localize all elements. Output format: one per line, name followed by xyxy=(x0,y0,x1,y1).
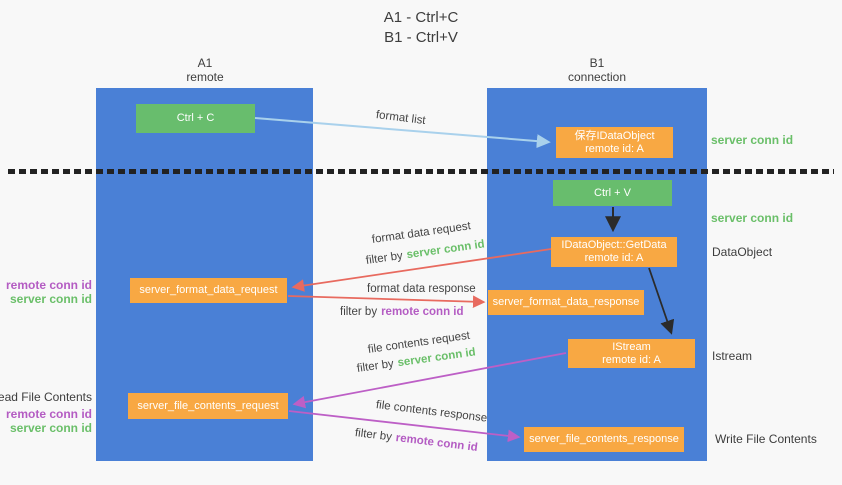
format-data-response-label: format data response xyxy=(367,283,476,295)
lane-b1-role: connection xyxy=(567,70,627,84)
save-dataobject-line1: 保存IDataObject xyxy=(574,129,655,142)
save-dataobject-line2: remote id: A xyxy=(585,142,644,155)
read-file-contents-label: Read File Contents xyxy=(0,390,92,404)
remote-conn-id-left2-label: remote conn id xyxy=(5,407,92,421)
filter-by-text: filter by xyxy=(365,249,404,267)
remote-conn-id-text: remote conn id xyxy=(381,306,464,318)
ctrl-c-box: Ctrl + C xyxy=(136,104,255,133)
dashed-divider xyxy=(8,169,834,174)
server-conn-id-top-label: server conn id xyxy=(711,133,794,147)
format-list-label: format list xyxy=(375,109,427,128)
lane-a1-role: remote xyxy=(186,70,224,84)
lane-a1-name: A1 xyxy=(197,56,213,70)
server-conn-id-left2-label: server conn id xyxy=(9,421,92,435)
server-conn-id-left1-label: server conn id xyxy=(9,292,92,306)
format-response-label: server_format_data_response xyxy=(492,296,640,308)
title-line-b1: B1 - Ctrl+V xyxy=(384,29,458,46)
server-conn-id-mid-label: server conn id xyxy=(711,211,794,225)
istream-line2: remote id: A xyxy=(602,353,661,366)
istream-line1: IStream xyxy=(612,340,651,353)
lane-header-a1: A1 remote xyxy=(160,56,250,84)
lane-header-b1: B1 connection xyxy=(552,56,642,84)
remote-conn-id-left1-label: remote conn id xyxy=(5,278,92,292)
file-contents-response-label: file contents response xyxy=(375,399,488,425)
server-conn-id-text: server conn id xyxy=(405,238,486,262)
istream-side-label: Istream xyxy=(712,349,753,363)
title-line-a1: A1 - Ctrl+C xyxy=(383,9,459,26)
filter-by-text: filter by xyxy=(356,357,395,375)
diagram-title: A1 - Ctrl+C B1 - Ctrl+V xyxy=(0,8,842,48)
getdata-line1: IDataObject::GetData xyxy=(561,239,667,251)
format-response-box: server_format_data_response xyxy=(488,290,644,315)
format-request-box: server_format_data_request xyxy=(130,278,287,303)
getdata-box: IDataObject::GetData remote id: A xyxy=(551,237,677,267)
lane-b1-name: B1 xyxy=(589,56,605,70)
filter-by-text: filter by xyxy=(340,306,378,318)
write-file-contents-label: Write File Contents xyxy=(715,432,817,446)
file-response-box: server_file_contents_response xyxy=(524,427,684,452)
format-data-response-arrow xyxy=(287,295,486,308)
ctrl-c-label: Ctrl + C xyxy=(176,112,215,124)
istream-box: IStream remote id: A xyxy=(568,339,695,368)
ctrl-v-label: Ctrl + V xyxy=(594,186,631,199)
file-request-box: server_file_contents_request xyxy=(128,393,288,419)
getdata-line2: remote id: A xyxy=(584,252,644,264)
dataobject-label: DataObject xyxy=(712,245,773,259)
file-request-label: server_file_contents_request xyxy=(137,399,279,412)
file-response-label: server_file_contents_response xyxy=(529,433,679,445)
save-dataobject-box: 保存IDataObject remote id: A xyxy=(556,127,673,158)
format-request-label: server_format_data_request xyxy=(139,284,278,296)
filter-by-text: filter by xyxy=(354,427,393,444)
remote-conn-id-text: remote conn id xyxy=(395,432,479,455)
ctrl-v-box: Ctrl + V xyxy=(553,180,672,206)
